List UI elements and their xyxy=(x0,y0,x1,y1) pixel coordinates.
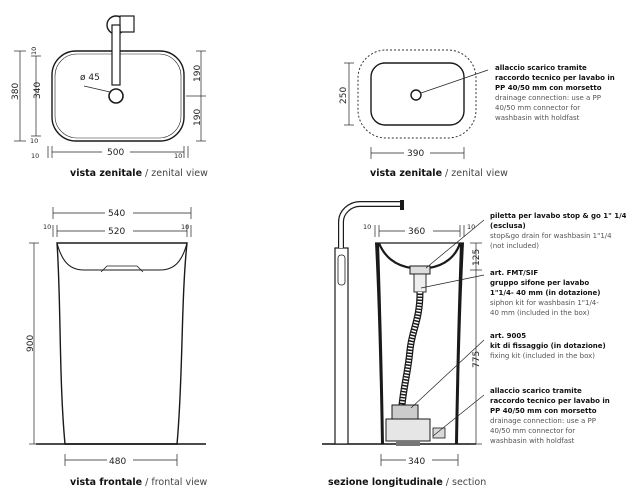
note-siphon-kit: art. FMT/SIF gruppo sifone per lavabo 1"… xyxy=(490,269,600,317)
caption-section: sezione longitudinale / section xyxy=(328,477,486,488)
height-380-label: 380 xyxy=(11,83,21,100)
svg-text:art. FMT/SIF: art. FMT/SIF xyxy=(490,269,538,277)
leader-connection xyxy=(432,394,485,437)
svg-text:art. 9005: art. 9005 xyxy=(490,332,526,340)
caption-top-left: vista zenitale / zenital view xyxy=(70,168,208,179)
overflow-lip xyxy=(100,265,144,273)
depth-125-label: 125 xyxy=(472,249,482,266)
height-775-label: 775 xyxy=(472,351,482,368)
drain-diameter-label: ø 45 xyxy=(80,73,100,83)
bowl-section xyxy=(377,242,462,270)
svg-text:washbasin with holdfast: washbasin with holdfast xyxy=(495,114,580,122)
top-margin-label: 10 xyxy=(30,47,38,55)
height-340-label: 340 xyxy=(33,82,43,99)
svg-text:stop&go drain for washbasin 1": stop&go drain for washbasin 1"1/4 xyxy=(490,232,612,240)
basin-body-outline xyxy=(56,242,188,445)
left-wall xyxy=(375,243,384,444)
basin-dashed-outline xyxy=(357,49,477,139)
note-drain-connection: allaccio scarico tramite raccordo tecnic… xyxy=(490,387,610,445)
svg-text:allaccio scarico tramite: allaccio scarico tramite xyxy=(490,387,582,395)
margin-right-label: 10 xyxy=(467,223,475,231)
height-250-label: 250 xyxy=(339,87,349,104)
margin-left-label: 10 xyxy=(31,152,39,160)
caption-top-right: vista zenitale / zenital view xyxy=(370,168,508,179)
width-390-label: 390 xyxy=(407,149,424,159)
margin-left-label: 10 xyxy=(363,223,371,231)
note-fixing-kit: art. 9005 kit di fissaggio (in dotazione… xyxy=(490,332,606,360)
tap-spout xyxy=(111,24,121,86)
bowl-rim-curve xyxy=(56,242,188,271)
section-view: 360 10 10 125 775 340 piletta per lavabo… xyxy=(322,200,626,488)
margin-right-label: 10 xyxy=(174,152,182,160)
width-500-label: 500 xyxy=(107,148,124,158)
drain-connection-note: allaccio scarico tramite raccordo tecnic… xyxy=(495,64,615,122)
floor-outlet xyxy=(396,441,420,446)
drain xyxy=(108,88,124,104)
margin-left-label: 10 xyxy=(43,223,51,231)
svg-text:40 mm (included in the box): 40 mm (included in the box) xyxy=(490,309,590,317)
width-520-label: 520 xyxy=(108,227,125,237)
front-view: 540 520 10 10 900 480 vista frontale / f… xyxy=(26,206,208,488)
width-540-label: 540 xyxy=(108,209,125,219)
svg-text:raccordo tecnico per lavabo in: raccordo tecnico per lavabo in xyxy=(495,74,615,82)
bottom-half-190-label: 190 xyxy=(193,109,203,126)
margin-right-label: 10 xyxy=(181,223,189,231)
svg-text:(not included): (not included) xyxy=(490,242,539,250)
fixing-kit xyxy=(432,427,446,439)
caption-front: vista frontale / frontal view xyxy=(70,477,208,488)
svg-text:40/50 mm connector for: 40/50 mm connector for xyxy=(490,427,575,435)
svg-text:1"1/4- 40 mm (in dotazione): 1"1/4- 40 mm (in dotazione) xyxy=(490,289,600,297)
siphon-body xyxy=(391,404,419,420)
note-drain-valve: piletta per lavabo stop & go 1" 1/4 (esc… xyxy=(490,212,626,250)
svg-text:siphon kit for washbasin 1"1/4: siphon kit for washbasin 1"1/4- xyxy=(490,299,599,307)
top-half-190-label: 190 xyxy=(193,65,203,82)
svg-text:raccordo tecnico per lavabo in: raccordo tecnico per lavabo in xyxy=(490,397,610,405)
mixer-handle xyxy=(337,254,346,286)
leader-drain xyxy=(425,219,485,269)
height-900-label: 900 xyxy=(26,335,36,352)
leader-fixing xyxy=(410,339,485,409)
tap-handle xyxy=(119,15,135,33)
drain-connector xyxy=(385,418,431,442)
width-340-label: 340 xyxy=(408,457,425,467)
width-360-label: 360 xyxy=(408,227,425,237)
width-480-label: 480 xyxy=(109,457,126,467)
svg-text:washbasin with holdfast: washbasin with holdfast xyxy=(490,437,575,445)
svg-text:fixing kit (included in the bo: fixing kit (included in the box) xyxy=(490,352,595,360)
svg-text:drainage connection: use a PP: drainage connection: use a PP xyxy=(495,94,601,102)
drain-tail xyxy=(413,273,427,293)
drain-leader xyxy=(83,85,111,93)
top-view-left: ø 45 500 10 10 380 340 10 10 190 190 vis… xyxy=(11,15,208,179)
note-leader xyxy=(420,69,489,94)
siphon-hose xyxy=(398,291,424,406)
right-wall xyxy=(455,243,464,444)
svg-text:(esclusa): (esclusa) xyxy=(490,222,526,230)
svg-text:40/50 mm connector for: 40/50 mm connector for xyxy=(495,104,580,112)
svg-text:gruppo sifone per lavabo: gruppo sifone per lavabo xyxy=(490,279,589,287)
svg-text:kit di fissaggio (in dotazione: kit di fissaggio (in dotazione) xyxy=(490,342,606,350)
svg-text:PP 40/50 mm con morsetto: PP 40/50 mm con morsetto xyxy=(490,407,597,415)
top-view-right: 250 390 allaccio scarico tramite raccord… xyxy=(339,49,615,179)
svg-text:allaccio scarico tramite: allaccio scarico tramite xyxy=(495,64,587,72)
svg-text:piletta per lavabo stop & go 1: piletta per lavabo stop & go 1" 1/4 xyxy=(490,212,626,220)
drain xyxy=(410,89,422,101)
leader-siphon xyxy=(420,274,485,289)
svg-text:drainage connection: use a PP: drainage connection: use a PP xyxy=(490,417,596,425)
basin-bowl-outline xyxy=(370,62,465,126)
bottom-margin-label: 10 xyxy=(30,137,38,145)
spout-outlet xyxy=(400,200,404,210)
svg-text:PP 40/50 mm con morsetto: PP 40/50 mm con morsetto xyxy=(495,84,602,92)
